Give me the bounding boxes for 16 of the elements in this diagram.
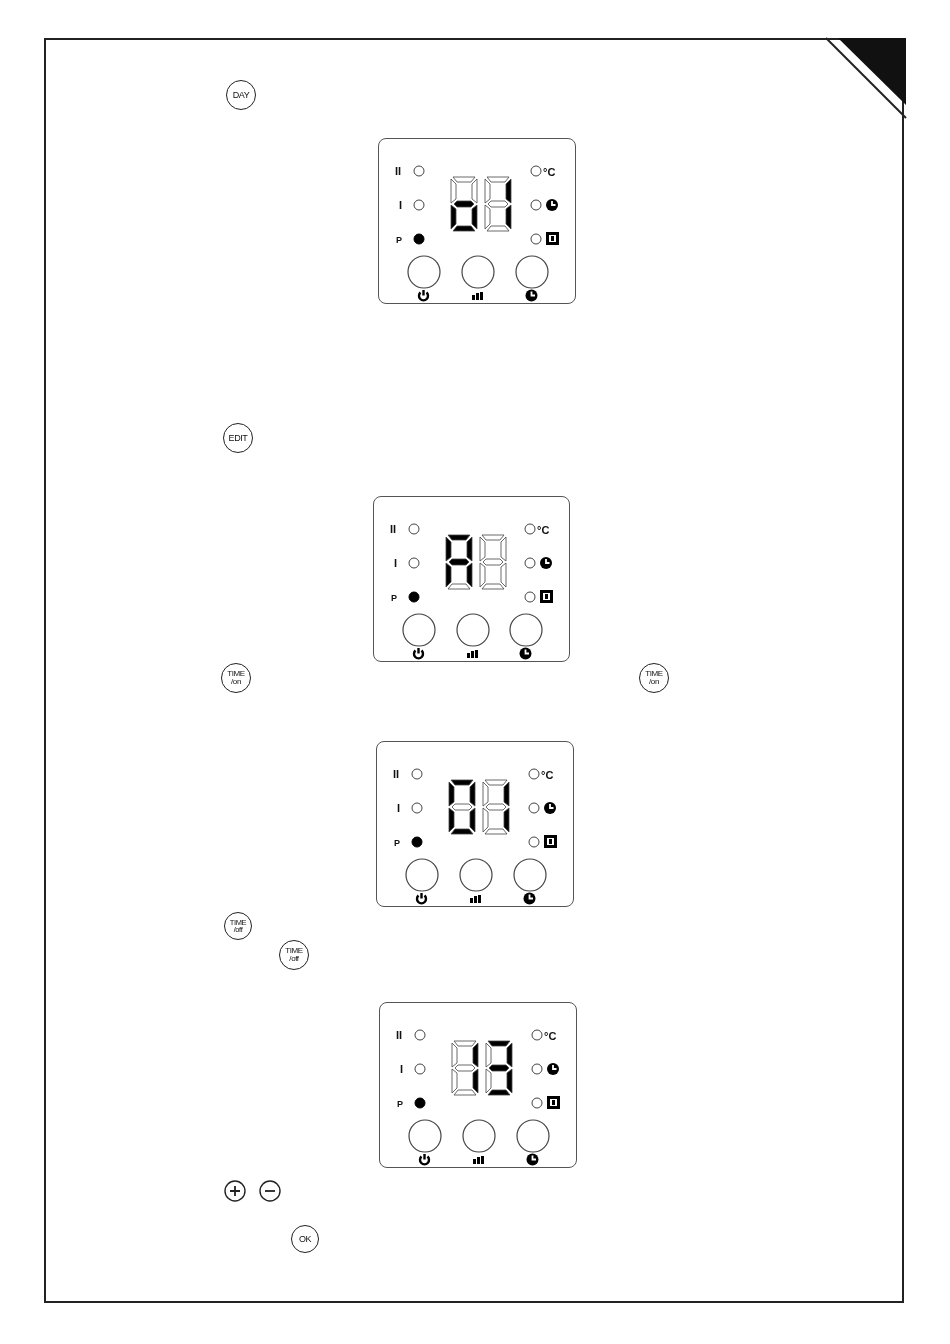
celsius-label: °C: [544, 1029, 557, 1043]
program-label: P: [396, 234, 402, 247]
speed-label: II: [396, 1028, 403, 1042]
program-label: P: [391, 592, 397, 605]
speed-label: I: [399, 198, 403, 212]
speed-label: II: [390, 522, 397, 536]
celsius-label: °C: [541, 768, 554, 782]
speed-label: I: [397, 801, 401, 815]
speed-label: I: [400, 1062, 404, 1076]
program-label: P: [397, 1098, 403, 1111]
celsius-label: °C: [537, 523, 550, 537]
speed-label: II: [395, 164, 402, 178]
program-label: P: [394, 837, 400, 850]
speed-label: II: [393, 767, 400, 781]
speed-label: I: [394, 556, 398, 570]
celsius-label: °C: [543, 165, 556, 179]
